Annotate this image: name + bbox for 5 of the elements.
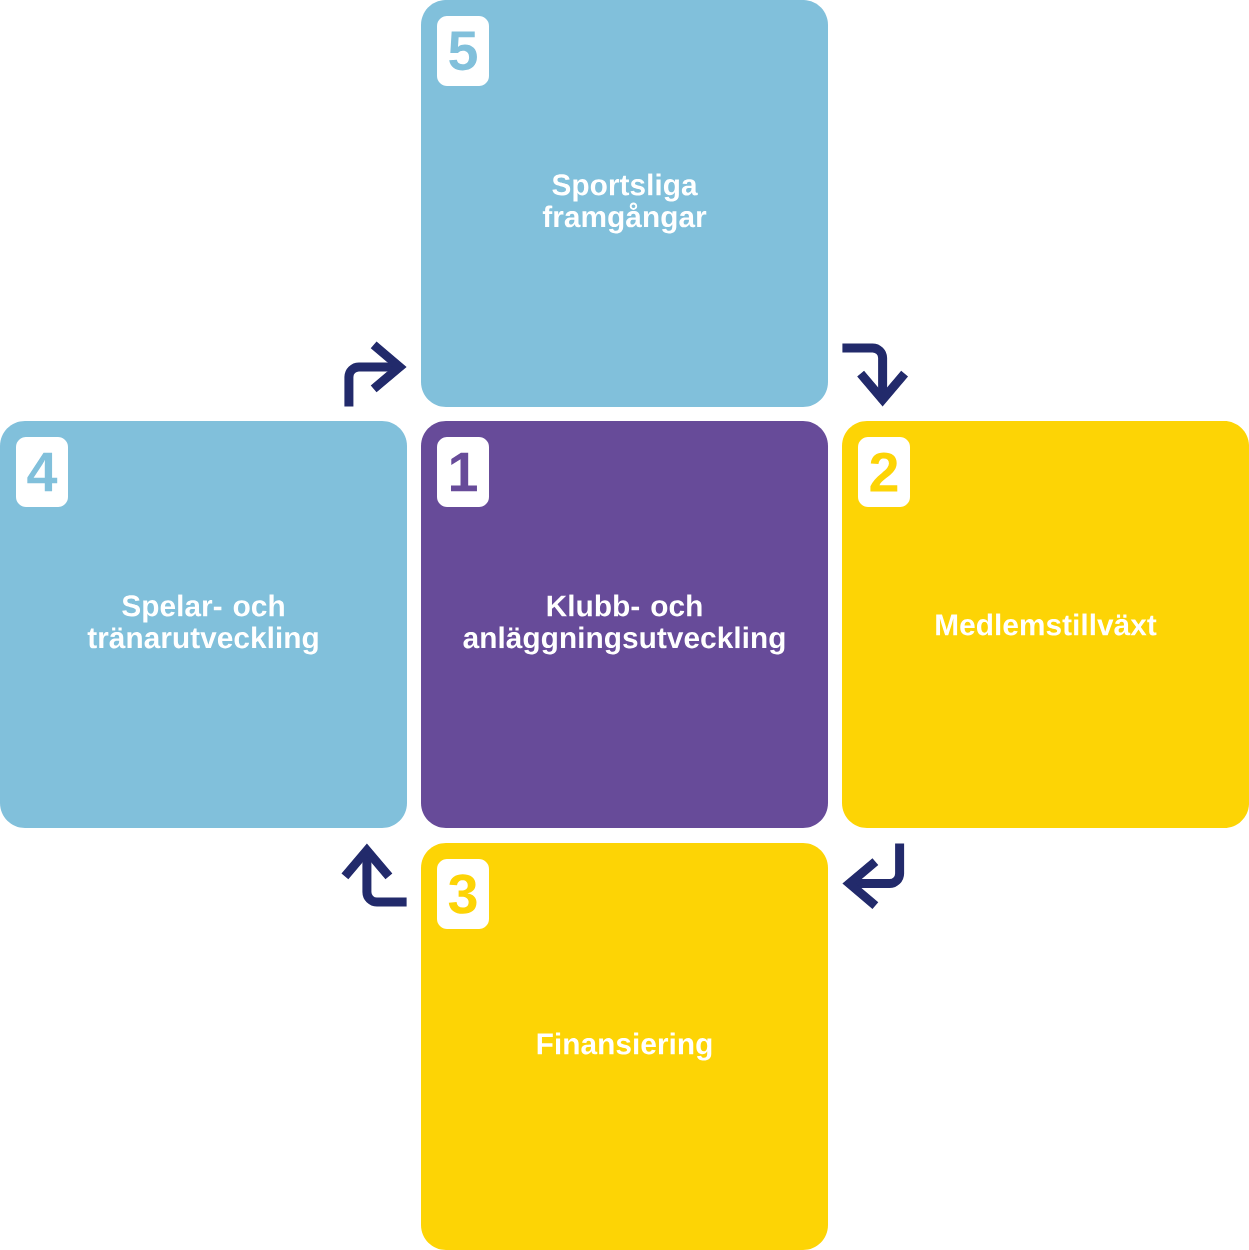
number-badge: 4	[16, 437, 68, 507]
number-badge: 3	[437, 859, 489, 929]
number-badge: 2	[858, 437, 910, 507]
number-badge: 5	[437, 16, 489, 86]
number-badge: 1	[437, 437, 489, 507]
